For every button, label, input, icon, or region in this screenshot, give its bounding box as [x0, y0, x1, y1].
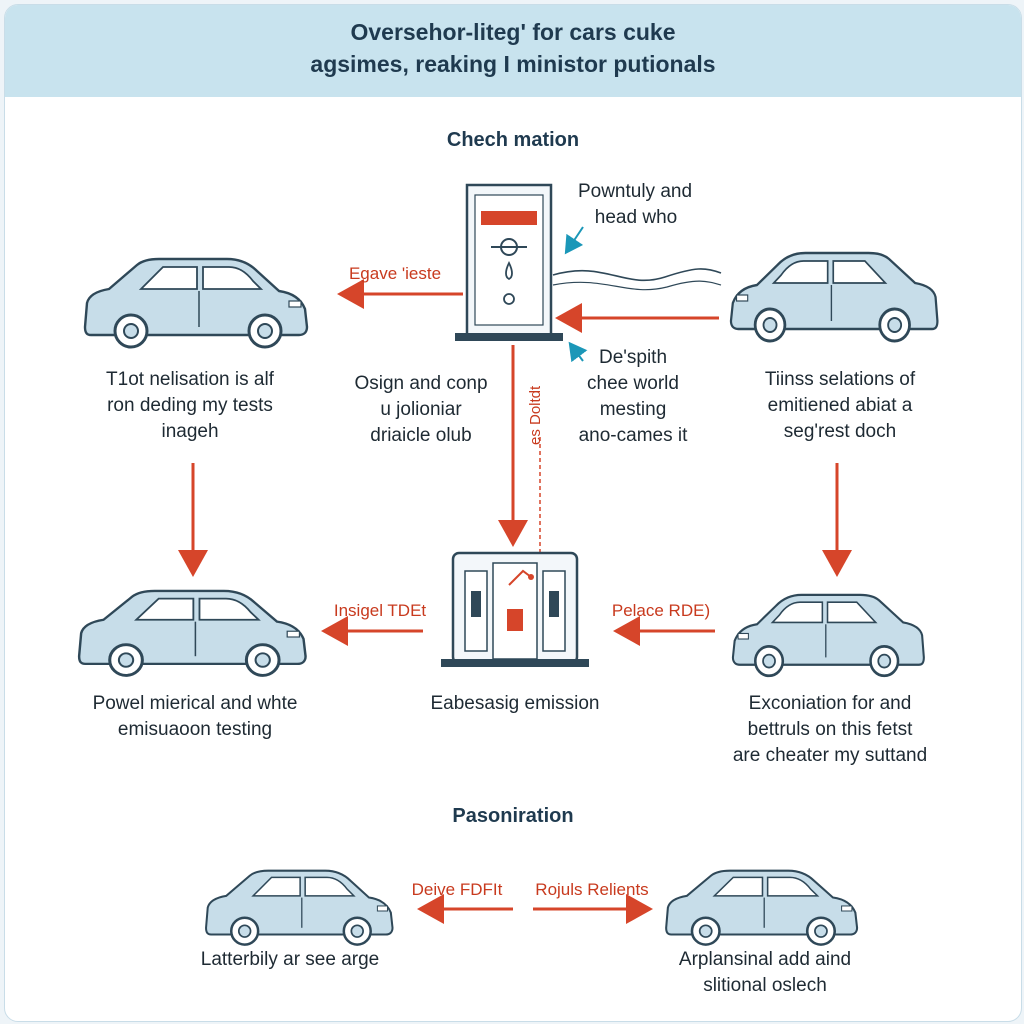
caption-center-mid: Eabesasig emission: [430, 693, 600, 714]
wave-line-icon: [552, 268, 722, 282]
caption-left-top-2: ron deding my tests: [107, 395, 273, 416]
car-icon: [77, 589, 308, 677]
caption-right-top-1: Tiinss selations of: [764, 369, 916, 390]
car-icon: [664, 869, 859, 946]
station-label-line-2: head who: [594, 207, 678, 228]
caption-bottom-right-2: slitional oslech: [703, 975, 827, 996]
caption-right-mid-2: bettruls on this fetst: [747, 719, 913, 740]
car-icon: [83, 257, 309, 349]
arrow-label-left-mid: Insigel TDEt: [333, 601, 427, 620]
pointer-arrow-icon: [568, 341, 588, 363]
caption-center-top-2: u jolioniar: [380, 399, 462, 420]
diagram-arrows: [178, 226, 852, 924]
station-caption-line-1: De'spith: [598, 347, 668, 368]
caption-center-top-3: driaicle olub: [370, 425, 472, 446]
pointer-arrow-icon: [564, 226, 584, 255]
title-banner: Oversehor-liteg' for cars cuke agsimes, …: [5, 5, 1021, 97]
arrow-label-bottom-right: Rojuls Relients: [535, 880, 649, 899]
caption-right-mid-1: Exconiation for and: [748, 693, 912, 714]
caption-right-top-2: emitiened abiat a: [767, 395, 913, 416]
car-icon: [729, 251, 939, 343]
emission-station-icon: [455, 183, 563, 341]
station-caption-line-3: mesting: [599, 399, 667, 420]
caption-center-top-1: Osign and conp: [354, 373, 488, 394]
arrow-label-vertical: es Doltdt: [527, 385, 544, 445]
caption-right-mid-3: are cheater my suttand: [732, 745, 928, 766]
car-icon: [204, 869, 394, 946]
station-label-line-1: Powntuly and: [577, 181, 693, 202]
station-caption-line-4: ano-cames it: [578, 425, 688, 446]
testing-booth-icon: [441, 551, 589, 667]
title-line-1: Oversehor-liteg' for cars cuke: [350, 19, 676, 45]
caption-left-top-3: inageh: [161, 421, 219, 442]
section-heading-bottom: Pasoniration: [452, 805, 574, 827]
infographic-frame: Oversehor-liteg' for cars cuke agsimes, …: [4, 4, 1022, 1022]
caption-left-mid-2: emisuaoon testing: [117, 719, 273, 740]
arrow-label-bottom-left: Deive FDFIt: [411, 880, 503, 899]
section-heading-check: Chech mation: [446, 129, 580, 151]
caption-left-mid-1: Powel mierical and whte: [92, 693, 298, 714]
caption-right-top-3: seg'rest doch: [783, 421, 897, 442]
cars-layer: [77, 251, 939, 946]
station-caption-line-2: chee world: [587, 373, 679, 394]
arrow-label-right-mid: Pelace RDE): [611, 601, 711, 620]
arrow-label-left-top: Egave 'ieste: [348, 264, 442, 283]
caption-bottom-right-1: Arplansinal add aind: [678, 949, 852, 970]
title-line-2: agsimes, reaking I ministor putionals: [310, 51, 716, 77]
caption-left-top-1: T1ot nelisation is alf: [106, 369, 274, 390]
wave-line-icon: [552, 280, 722, 291]
car-icon: [731, 593, 926, 678]
caption-bottom-left: Latterbily ar see arge: [200, 949, 380, 970]
